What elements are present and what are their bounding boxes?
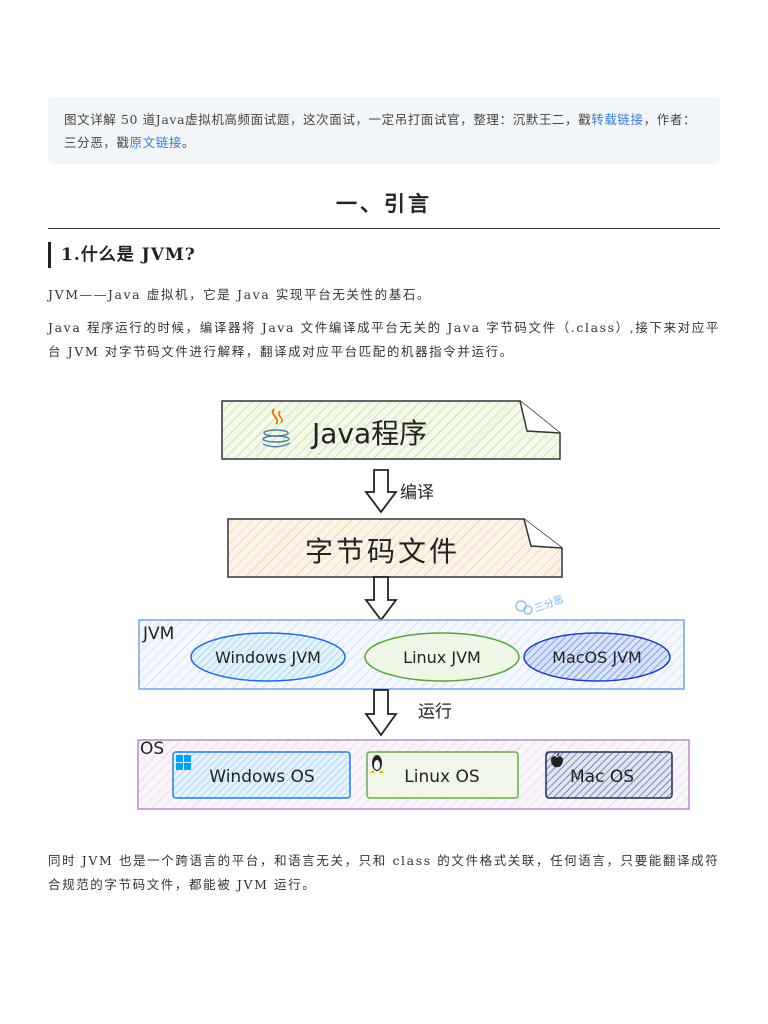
linux-penguin-icon	[370, 755, 384, 773]
java-coffee-icon	[262, 408, 291, 448]
repost-link[interactable]: 转载链接	[591, 112, 644, 127]
linux-os-box	[366, 751, 519, 799]
windows-os-box	[172, 751, 351, 799]
compile-label: 编译	[400, 483, 434, 503]
notice-box: 图文详解 50 道Java虚拟机高频面试题，这次面试，一定吊打面试官，整理：沉默…	[48, 97, 720, 164]
windows-jvm-label: Windows JVM	[215, 648, 321, 667]
apple-logo-icon	[551, 752, 563, 768]
section-divider	[48, 228, 720, 229]
notice-end: 。	[181, 135, 196, 150]
linux-jvm-label: Linux JVM	[403, 648, 481, 667]
jvm-diagram: Java程序 编译 字节码文件 三分恶 JVM Windows JVM Linu…	[137, 400, 690, 810]
compile-arrow	[364, 469, 398, 514]
linux-jvm-ellipse	[364, 632, 520, 682]
bytecode-file-label: 字节码文件	[305, 535, 460, 568]
macos-jvm-label: MacOS JVM	[552, 648, 642, 667]
mac-os-label: Mac OS	[570, 767, 634, 787]
jvm-label: JVM	[142, 624, 174, 644]
question-title: 1.什么是 JVM?	[48, 242, 196, 268]
windows-logo-icon	[176, 755, 191, 770]
original-link[interactable]: 原文链接	[129, 135, 182, 150]
notice-text: 图文详解 50 道Java虚拟机高频面试题，这次面试，一定吊打面试官，整理：沉默…	[64, 112, 592, 127]
windows-os-label: Windows OS	[209, 767, 314, 787]
paragraph-cross-language: 同时 JVM 也是一个跨语言的平台，和语言无关，只和 class 的文件格式关联…	[48, 853, 720, 892]
section-title: 一、引言	[336, 191, 432, 216]
java-program-box	[221, 400, 561, 460]
bytecode-file-box	[227, 518, 563, 578]
java-program-label: Java程序	[310, 417, 427, 450]
wechat-icon	[515, 600, 533, 615]
run-label: 运行	[418, 702, 452, 722]
linux-os-label: Linux OS	[404, 767, 479, 787]
os-label: OS	[140, 739, 164, 759]
notice-author-text: ，作者：三分恶，戳	[64, 112, 697, 150]
macos-jvm-ellipse	[523, 632, 671, 682]
windows-jvm-ellipse	[190, 632, 346, 682]
watermark-text: 三分恶	[533, 593, 565, 615]
run-arrow	[364, 689, 398, 737]
paragraph-java-compile: Java 程序运行的时候，编译器将 Java 文件编译成平台无关的 Java 字…	[48, 320, 720, 359]
bytecode-to-jvm-arrow	[364, 576, 398, 622]
mac-os-box	[545, 751, 673, 799]
paragraph-jvm-intro: JVM——Java 虚拟机，它是 Java 实现平台无关性的基石。	[48, 287, 432, 302]
